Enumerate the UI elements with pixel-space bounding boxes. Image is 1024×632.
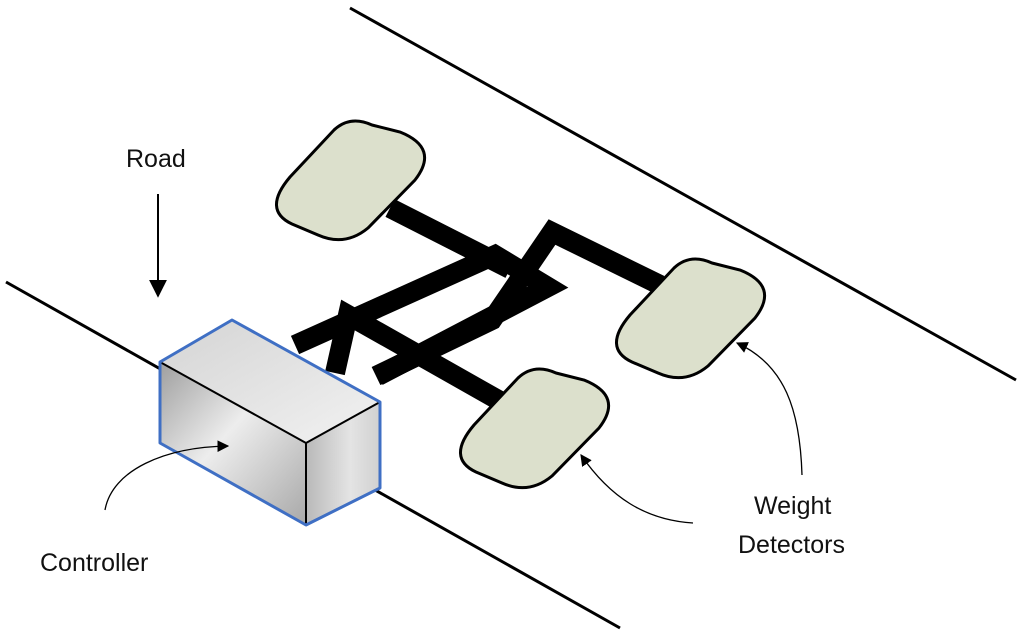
controller-label: Controller	[40, 549, 149, 577]
weight-label: Weight	[754, 492, 832, 520]
detector-pointer-arrow-right	[735, 342, 803, 476]
cable-network	[290, 199, 665, 410]
weight-detector-right	[615, 257, 766, 380]
controller-outline	[158, 318, 382, 527]
controller-top-face	[160, 320, 380, 443]
cable-main-trunk	[371, 219, 665, 386]
detector-pointer-arrow-bottom	[580, 454, 694, 524]
weight-detector-bottom	[459, 367, 610, 490]
controller-box	[158, 318, 382, 527]
cable-to-bottom-detector	[325, 299, 505, 410]
weight-detector-top-left	[275, 119, 426, 242]
detectors-label: Detectors	[738, 531, 845, 559]
road-edge-top	[349, 6, 1017, 382]
cable-top-left-link	[385, 199, 515, 278]
road-label: Road	[126, 145, 186, 173]
controller-pointer-arrow	[104, 440, 230, 511]
controller-front-face	[160, 362, 306, 525]
